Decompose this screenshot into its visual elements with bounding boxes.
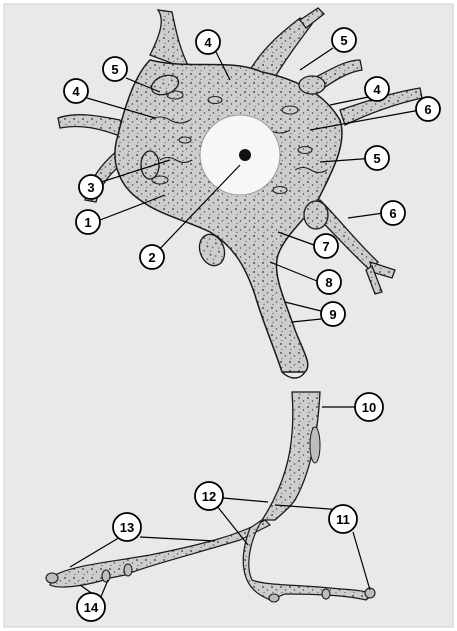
myelin-node bbox=[310, 427, 320, 463]
callout-11-label: 11 bbox=[336, 512, 350, 527]
callout-7: 7 bbox=[314, 234, 338, 258]
callout-5-top-label: 5 bbox=[340, 33, 347, 48]
callout-4-left: 4 bbox=[64, 79, 88, 103]
callout-10-label: 10 bbox=[362, 400, 376, 415]
callout-5-right: 5 bbox=[365, 146, 389, 170]
callout-5-right-label: 5 bbox=[373, 151, 380, 166]
callout-12: 12 bbox=[195, 482, 223, 510]
callout-13-label: 13 bbox=[120, 520, 134, 535]
callout-2-label: 2 bbox=[148, 250, 155, 265]
nucleolus bbox=[239, 149, 251, 161]
callout-1-label: 1 bbox=[84, 215, 91, 230]
callout-6-top: 6 bbox=[416, 97, 440, 121]
callout-6-bottom-label: 6 bbox=[389, 206, 396, 221]
callout-11: 11 bbox=[329, 505, 357, 533]
callout-8-label: 8 bbox=[325, 275, 332, 290]
callout-6-bottom: 6 bbox=[381, 201, 405, 225]
callout-14: 14 bbox=[77, 593, 105, 621]
callout-4-right: 4 bbox=[365, 77, 389, 101]
callout-10: 10 bbox=[355, 393, 383, 421]
callout-4-right-label: 4 bbox=[373, 82, 381, 97]
callout-8: 8 bbox=[317, 270, 341, 294]
callout-5-left: 5 bbox=[103, 57, 127, 81]
callout-1: 1 bbox=[76, 210, 100, 234]
callout-5-left-label: 5 bbox=[111, 62, 118, 77]
callout-4-left-label: 4 bbox=[72, 84, 80, 99]
callout-7-label: 7 bbox=[322, 239, 329, 254]
callout-13: 13 bbox=[113, 513, 141, 541]
callout-6-top-label: 6 bbox=[424, 102, 431, 117]
callout-3: 3 bbox=[79, 175, 103, 199]
callout-2: 2 bbox=[140, 245, 164, 269]
callout-14-label: 14 bbox=[84, 600, 99, 615]
callout-4-top: 4 bbox=[196, 30, 220, 54]
callout-9-label: 9 bbox=[329, 307, 336, 322]
callout-4-top-label: 4 bbox=[204, 35, 212, 50]
callout-5-top: 5 bbox=[332, 28, 356, 52]
callout-12-label: 12 bbox=[202, 489, 216, 504]
callout-3-label: 3 bbox=[87, 180, 94, 195]
callout-9: 9 bbox=[321, 302, 345, 326]
